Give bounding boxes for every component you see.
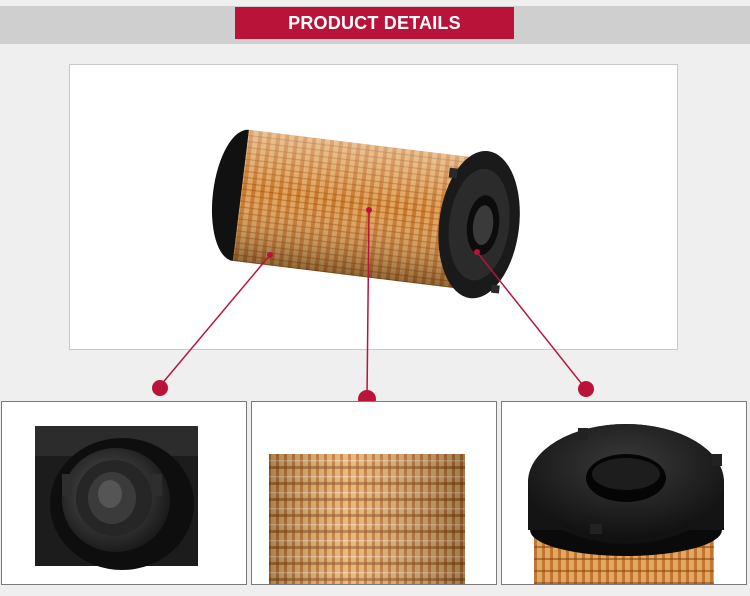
- detail-panel-socket: [1, 401, 247, 585]
- detail-panel-media: [251, 401, 497, 585]
- callout-anchor-right: [474, 249, 480, 255]
- product-image-frame: [69, 64, 678, 350]
- detail-panel-cap: [501, 401, 747, 585]
- filter-pleated-media-closeup-image: [269, 454, 465, 584]
- filter-cartridge-image: [211, 129, 520, 299]
- callout-line-right: [476, 251, 586, 389]
- callout-line-left: [159, 254, 271, 387]
- callout-line-center: [366, 209, 370, 399]
- filter-end-socket-closeup-image: [35, 426, 198, 570]
- callout-anchor-center: [366, 207, 372, 213]
- filter-top-cap-closeup-image: [528, 424, 724, 584]
- section-title: PRODUCT DETAILS: [235, 7, 514, 39]
- callout-anchor-left: [267, 252, 273, 258]
- callout-dot-left: [152, 380, 168, 396]
- callout-dot-right: [578, 381, 594, 397]
